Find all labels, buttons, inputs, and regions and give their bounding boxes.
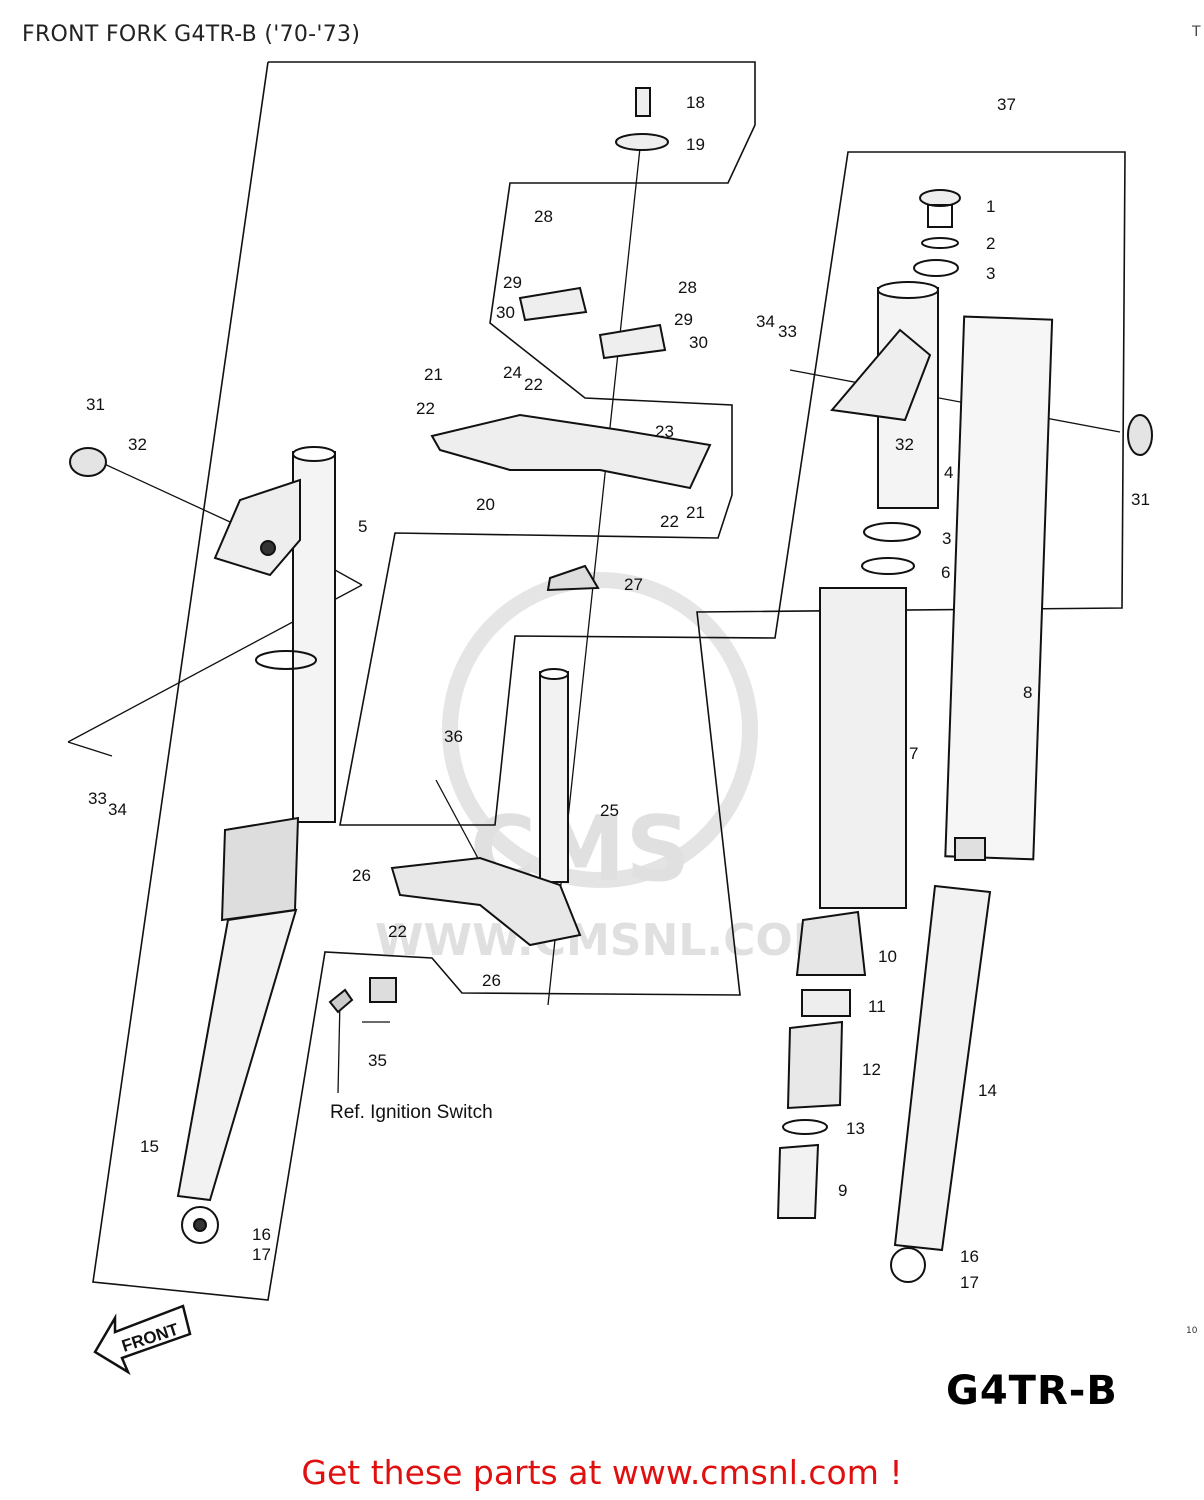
assembly-outlines [92,61,1126,1301]
callout-2: 2 [986,234,995,253]
callout-21-right: 21 [686,503,705,522]
front-arrow: FRONT [93,1304,192,1376]
callout-17-right: 17 [960,1273,979,1292]
cta-link[interactable]: Get these parts at www.cmsnl.com ! [301,1453,903,1492]
callout-25: 25 [600,801,619,820]
callout-3-top: 3 [986,264,995,283]
callout-9: 9 [838,1181,847,1200]
callout-15: 15 [140,1137,159,1156]
callout-18: 18 [686,93,705,112]
callout-13: 13 [846,1119,865,1138]
callout-17-left: 17 [252,1245,271,1264]
callout-22-b: 22 [524,375,543,394]
ref-ignition-switch-note: Ref. Ignition Switch [330,1102,493,1123]
outline-left-fork [92,61,1126,1301]
callout-30-a: 30 [496,303,515,322]
callout-37: 37 [997,95,1016,114]
callout-20: 20 [476,495,495,514]
callout-23: 23 [655,422,674,441]
callout-22-d: 22 [388,922,407,941]
callout-22-c: 22 [660,512,679,531]
callout-35: 35 [368,1051,387,1070]
callout-24: 24 [503,363,522,382]
watermark-url: WWW.CMSNL.COM [375,915,837,966]
callout-34-left: 34 [108,800,127,819]
callout-7: 7 [909,744,918,763]
callout-16-left: 16 [252,1225,271,1244]
callout-22-a: 22 [416,399,435,418]
steering-stem [328,668,582,1014]
callout-33-right: 33 [778,322,797,341]
callout-19: 19 [686,135,705,154]
callout-6: 6 [941,563,950,582]
callout-14: 14 [978,1081,997,1100]
callout-36: 36 [444,727,463,746]
page-title: FRONT FORK G4TR-B ('70-'73) [22,22,361,47]
side-code: 10 [1186,1326,1198,1336]
right-fork-assembly [69,189,1153,1283]
callout-5: 5 [358,517,367,536]
callout-32-left: 32 [128,435,147,454]
callout-31-left: 31 [86,395,105,414]
callout-3-lower: 3 [942,529,951,548]
callout-26-b: 26 [482,971,501,990]
callout-27: 27 [624,575,643,594]
callout-8: 8 [1023,683,1032,702]
callout-34-right: 34 [756,312,775,331]
callout-29-a: 29 [503,273,522,292]
callout-11: 11 [868,997,886,1016]
callout-21-top: 21 [424,365,443,384]
callout-32-right: 32 [895,435,914,454]
callout-4: 4 [944,463,953,482]
callout-10: 10 [878,947,897,966]
callout-29-b: 29 [674,310,693,329]
callout-31-right: 31 [1131,490,1150,509]
model-label: G4TR-B [946,1368,1118,1414]
callout-12: 12 [862,1060,881,1079]
callout-30-b: 30 [689,333,708,352]
corner-mark: T [1192,24,1201,40]
callout-28-b: 28 [678,278,697,297]
callout-33-left: 33 [88,789,107,808]
callout-labels: 1 2 3 3 4 5 6 7 8 9 10 11 12 13 14 15 16… [86,93,1150,1292]
left-fork-assembly [176,446,336,1244]
top-fittings [430,87,712,592]
callout-26-a: 26 [352,866,371,885]
callout-28-a: 28 [534,207,553,226]
callout-16-right: 16 [960,1247,979,1266]
callout-1: 1 [986,197,995,216]
